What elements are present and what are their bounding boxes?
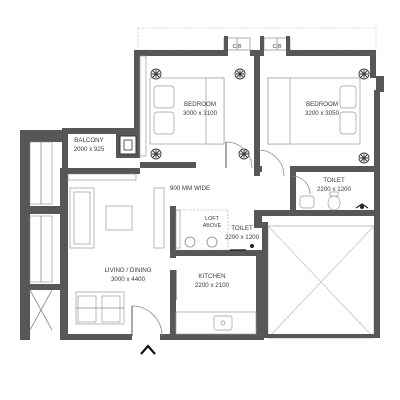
living-size: 3000 x 4400: [111, 276, 146, 283]
toilet-1-fixtures: [291, 175, 341, 211]
wc-icon: [230, 244, 254, 251]
balcony-size: 2000 x 925: [74, 146, 105, 153]
open-shaft: [267, 225, 375, 339]
door-entry: [131, 305, 163, 337]
bed-1: [149, 77, 225, 145]
coffee-table: [105, 205, 133, 231]
sink-icon: [220, 320, 226, 326]
walls: [20, 36, 384, 340]
bed-2: [267, 77, 361, 145]
ac-unit-icon: [119, 135, 137, 155]
bedroom-2-name: BEDROOM: [306, 101, 338, 108]
kitchen-counter: [175, 311, 257, 335]
shower-icon: [355, 203, 369, 209]
toilet-2-name: TOILET: [231, 225, 253, 232]
wardrobe-label-2: C.B: [273, 44, 282, 50]
dining-table: [75, 291, 125, 325]
wardrobe-label-1: C.B: [233, 44, 242, 50]
toilet-1-size: 2200 x 1200: [317, 186, 352, 193]
door-bedroom-2: [257, 149, 285, 177]
toilet-1-name: TOILET: [323, 177, 345, 184]
loft-area: [175, 209, 229, 251]
left-windows: [29, 141, 53, 331]
wardrobe-strip: [137, 27, 377, 51]
kitchen-name: KITCHEN: [198, 273, 225, 280]
north-arrow-icon: [140, 344, 156, 355]
passage-label: 900 MM WIDE: [170, 185, 210, 192]
wash-basin-icon: [184, 236, 218, 248]
sofa: [69, 187, 95, 249]
living-window: [67, 173, 137, 181]
bedroom-1-size: 3000 x 3100: [183, 110, 218, 117]
door-bedroom-1: [225, 141, 253, 169]
ceiling-fan-icon: [150, 68, 370, 164]
balcony-name: BALCONY: [74, 137, 104, 144]
tv-unit: [153, 187, 165, 249]
bedroom-2-size: 3200 x 3050: [305, 110, 340, 117]
living-name: LIVING / DINING: [104, 267, 151, 274]
bedroom-1-name: BEDROOM: [184, 101, 216, 108]
toilet-2-size: 2200 x 1200: [225, 234, 260, 241]
wardrobe-1: [139, 55, 147, 157]
loft-line-1: LOFT: [205, 216, 219, 222]
loft-line-2: ABOVE: [203, 223, 222, 229]
kitchen-size: 2200 x 2100: [195, 282, 230, 289]
